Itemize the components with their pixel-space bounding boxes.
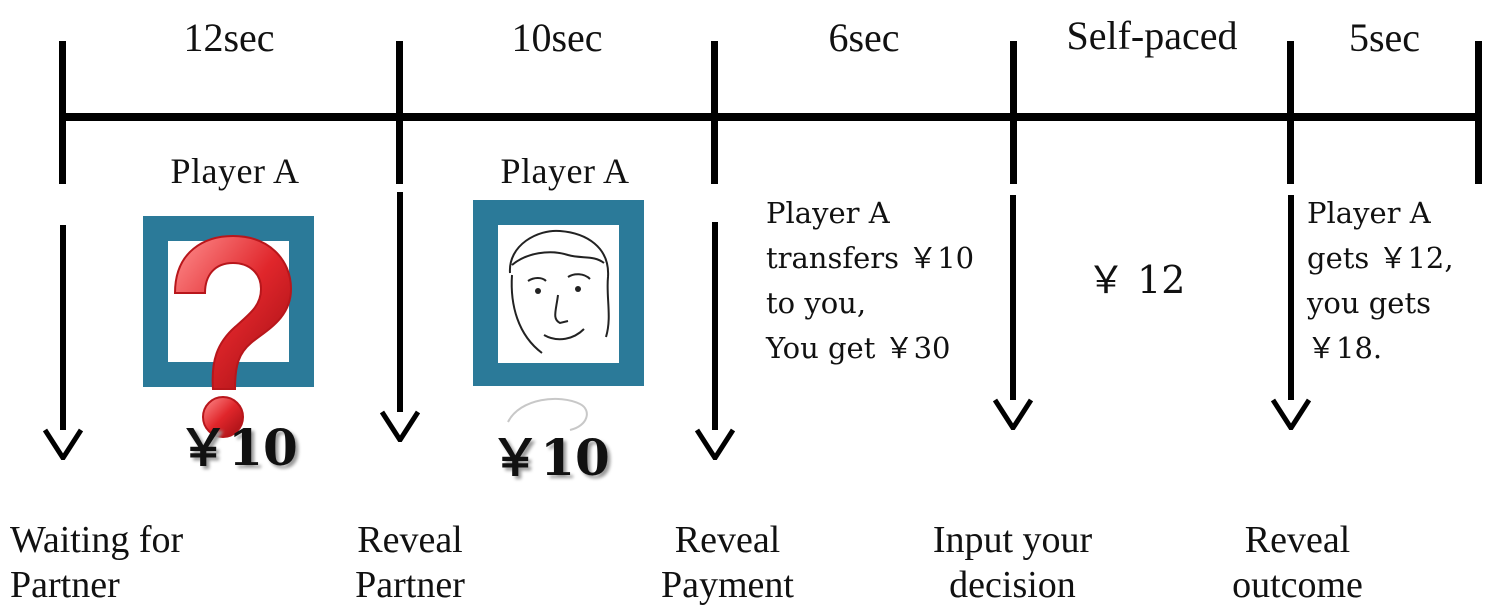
timeline-tick-4	[1010, 41, 1017, 184]
event-arrow-3	[695, 222, 735, 460]
timeline-axis	[62, 113, 1480, 121]
arrow-head-icon	[43, 428, 83, 460]
event-label-2: Reveal Partner	[355, 519, 465, 606]
arrow-head-icon	[993, 398, 1033, 430]
event-arrow-5	[1271, 195, 1311, 430]
arrow-head-icon	[380, 410, 420, 442]
duration-label-4: Self-paced	[1066, 13, 1238, 58]
timeline-tick-2	[396, 41, 403, 184]
phase2-player-label: Player A	[500, 151, 630, 191]
duration-label-5: 5sec	[1348, 15, 1421, 60]
partner-photo-frame	[473, 200, 644, 386]
event-arrow-4	[993, 195, 1033, 430]
duration-label-2: 10sec	[511, 15, 603, 60]
phase5-outcome-text: Player A gets ￥12, you gets ￥18.	[1307, 196, 1454, 365]
scribble-mark	[507, 397, 588, 431]
timeline-tick-5	[1287, 41, 1294, 184]
phase1-player-label: Player A	[170, 151, 300, 191]
event-label-4: Input your decision	[932, 519, 1093, 606]
event-label-5: Reveal outcome	[1232, 519, 1363, 606]
event-arrow-1	[43, 225, 83, 460]
phase2-amount: ￥10	[490, 428, 610, 487]
unknown-partner-frame	[143, 216, 314, 438]
duration-label-3: 6sec	[828, 15, 900, 60]
arrow-head-icon	[695, 428, 735, 460]
arrow-head-icon	[1271, 398, 1311, 430]
duration-label-1: 12sec	[183, 15, 275, 60]
timeline-tick-3	[711, 41, 718, 184]
event-label-3: Reveal Payment	[661, 519, 794, 606]
face-sketch-icon	[508, 229, 610, 354]
event-label-1: Waiting for Partner	[10, 519, 184, 606]
timeline-tick-1	[59, 41, 66, 184]
phase4-decision-amount: ￥ 12	[1087, 258, 1186, 302]
phase3-payment-text: Player A transfers ￥10 to you, You get ￥…	[766, 196, 975, 365]
timeline-tick-6	[1475, 41, 1482, 184]
event-arrow-2	[380, 192, 420, 442]
question-mark-icon	[173, 234, 293, 438]
phase1-amount: ￥10	[178, 418, 298, 477]
